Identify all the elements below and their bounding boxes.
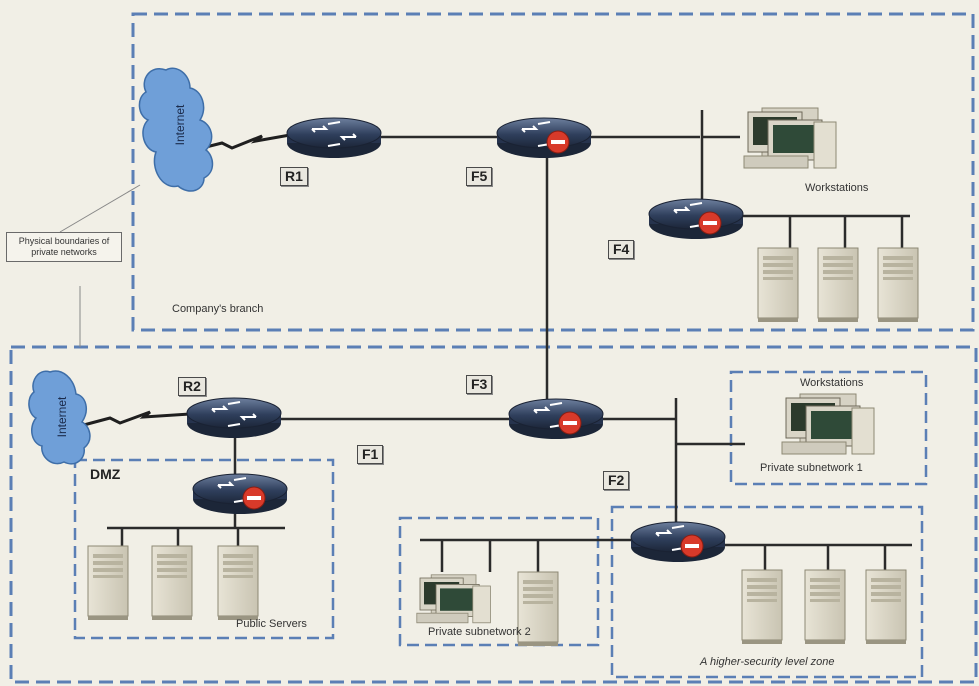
firewall-f2-label: F2 bbox=[603, 471, 630, 490]
firewall-stop-icon bbox=[698, 211, 722, 235]
cables bbox=[107, 110, 912, 572]
private-subnet-1-label: Private subnetwork 1 bbox=[760, 462, 863, 474]
server-secure-2 bbox=[804, 569, 846, 645]
workstations-subnet-1 bbox=[781, 393, 875, 455]
firewall-stop-icon bbox=[680, 534, 704, 558]
wan-link-top bbox=[193, 133, 291, 152]
internet-label-bottom: Internet bbox=[55, 396, 69, 438]
private-subnet-2-zone bbox=[398, 516, 600, 647]
public-server-1 bbox=[87, 545, 129, 621]
internet-label-top: Internet bbox=[173, 104, 187, 146]
company-branch-zone bbox=[131, 12, 975, 332]
firewall-stop-icon bbox=[546, 130, 570, 154]
private-subnet-2-label: Private subnetwork 2 bbox=[428, 626, 531, 638]
internet-cloud-bottom bbox=[28, 370, 91, 465]
firewall-f1 bbox=[192, 473, 288, 515]
workstations-top-label: Workstations bbox=[805, 182, 869, 194]
server-secure-1 bbox=[741, 569, 783, 645]
server-branch-3 bbox=[877, 247, 919, 323]
firewall-f5 bbox=[496, 117, 592, 159]
wan-link-bottom bbox=[79, 410, 191, 428]
workstations-branch bbox=[743, 107, 837, 169]
router-r1 bbox=[286, 117, 382, 159]
public-server-3 bbox=[217, 545, 259, 621]
physical-boundaries-note: Physical boundaries of private networks bbox=[6, 232, 122, 262]
firewall-stop-icon bbox=[242, 486, 266, 510]
router-r1-label: R1 bbox=[280, 167, 308, 186]
boundary-pointer-line bbox=[59, 184, 141, 233]
firewall-f5-label: F5 bbox=[466, 167, 493, 186]
server-branch-2 bbox=[817, 247, 859, 323]
firewall-f3-label: F3 bbox=[466, 375, 493, 394]
firewall-f3 bbox=[508, 398, 604, 440]
firewall-stop-icon bbox=[558, 411, 582, 435]
firewall-f2 bbox=[630, 521, 726, 563]
internet-cloud-top bbox=[138, 67, 214, 192]
server-branch-1 bbox=[757, 247, 799, 323]
router-r2 bbox=[186, 397, 282, 439]
higher-security-zone bbox=[610, 505, 924, 679]
firewall-f1-label: F1 bbox=[357, 445, 384, 464]
dmz-label: DMZ bbox=[90, 466, 121, 482]
company-branch-label: Company's branch bbox=[172, 303, 264, 315]
firewall-f4-label: F4 bbox=[608, 240, 635, 259]
workstations-subnet-2 bbox=[416, 574, 491, 624]
server-secure-3 bbox=[865, 569, 907, 645]
higher-security-zone-label: A higher-security level zone bbox=[700, 656, 835, 668]
public-server-2 bbox=[151, 545, 193, 621]
router-r2-label: R2 bbox=[178, 377, 206, 396]
private-subnet-1-zone bbox=[729, 370, 928, 486]
dmz-zone bbox=[73, 458, 335, 640]
public-servers-label: Public Servers bbox=[236, 618, 307, 630]
firewall-f4 bbox=[648, 198, 744, 240]
workstations-right-label: Workstations bbox=[800, 377, 864, 389]
